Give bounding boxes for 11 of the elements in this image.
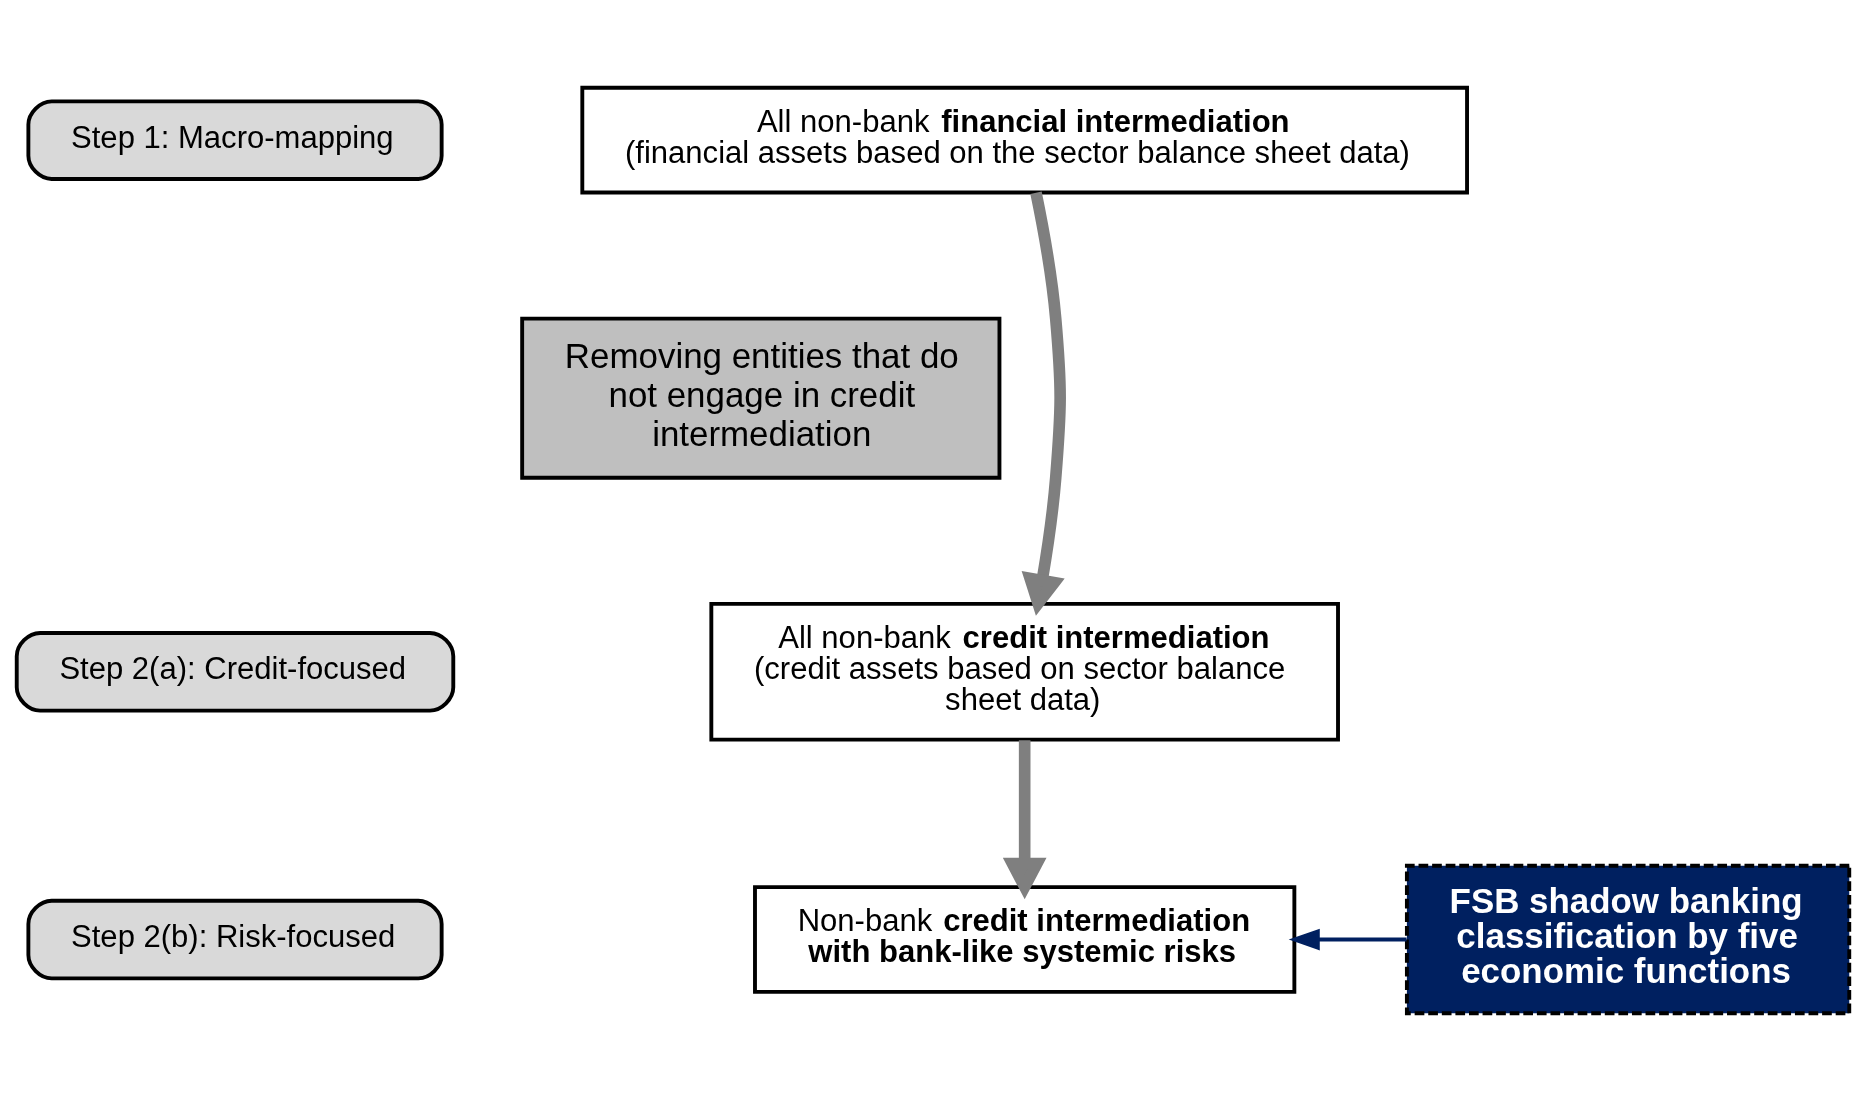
node-box: Step 2(a): Credit-focused <box>14 630 456 712</box>
node-box: All non-bank financial intermediation (financial assets based on the sector balance sheet data) <box>580 85 1469 194</box>
node-box: All non-bank credit intermediation (credit assets based on sector balance sheet data) <box>709 601 1340 742</box>
arrow <box>1288 928 1407 950</box>
node-box: Step 1: Macro-mapping <box>26 98 444 181</box>
node-box: FSB shadow banking classification by five economic functions <box>1404 863 1852 1015</box>
arrow <box>1021 191 1066 616</box>
node-box: Step 2(b): Risk-focused <box>26 898 444 980</box>
node-box: Non-bank credit intermediation with bank-like systemic risks <box>753 884 1297 994</box>
arrow <box>1002 739 1047 899</box>
node-box: Removing entities that do not engage in credit intermediation <box>520 316 1002 480</box>
